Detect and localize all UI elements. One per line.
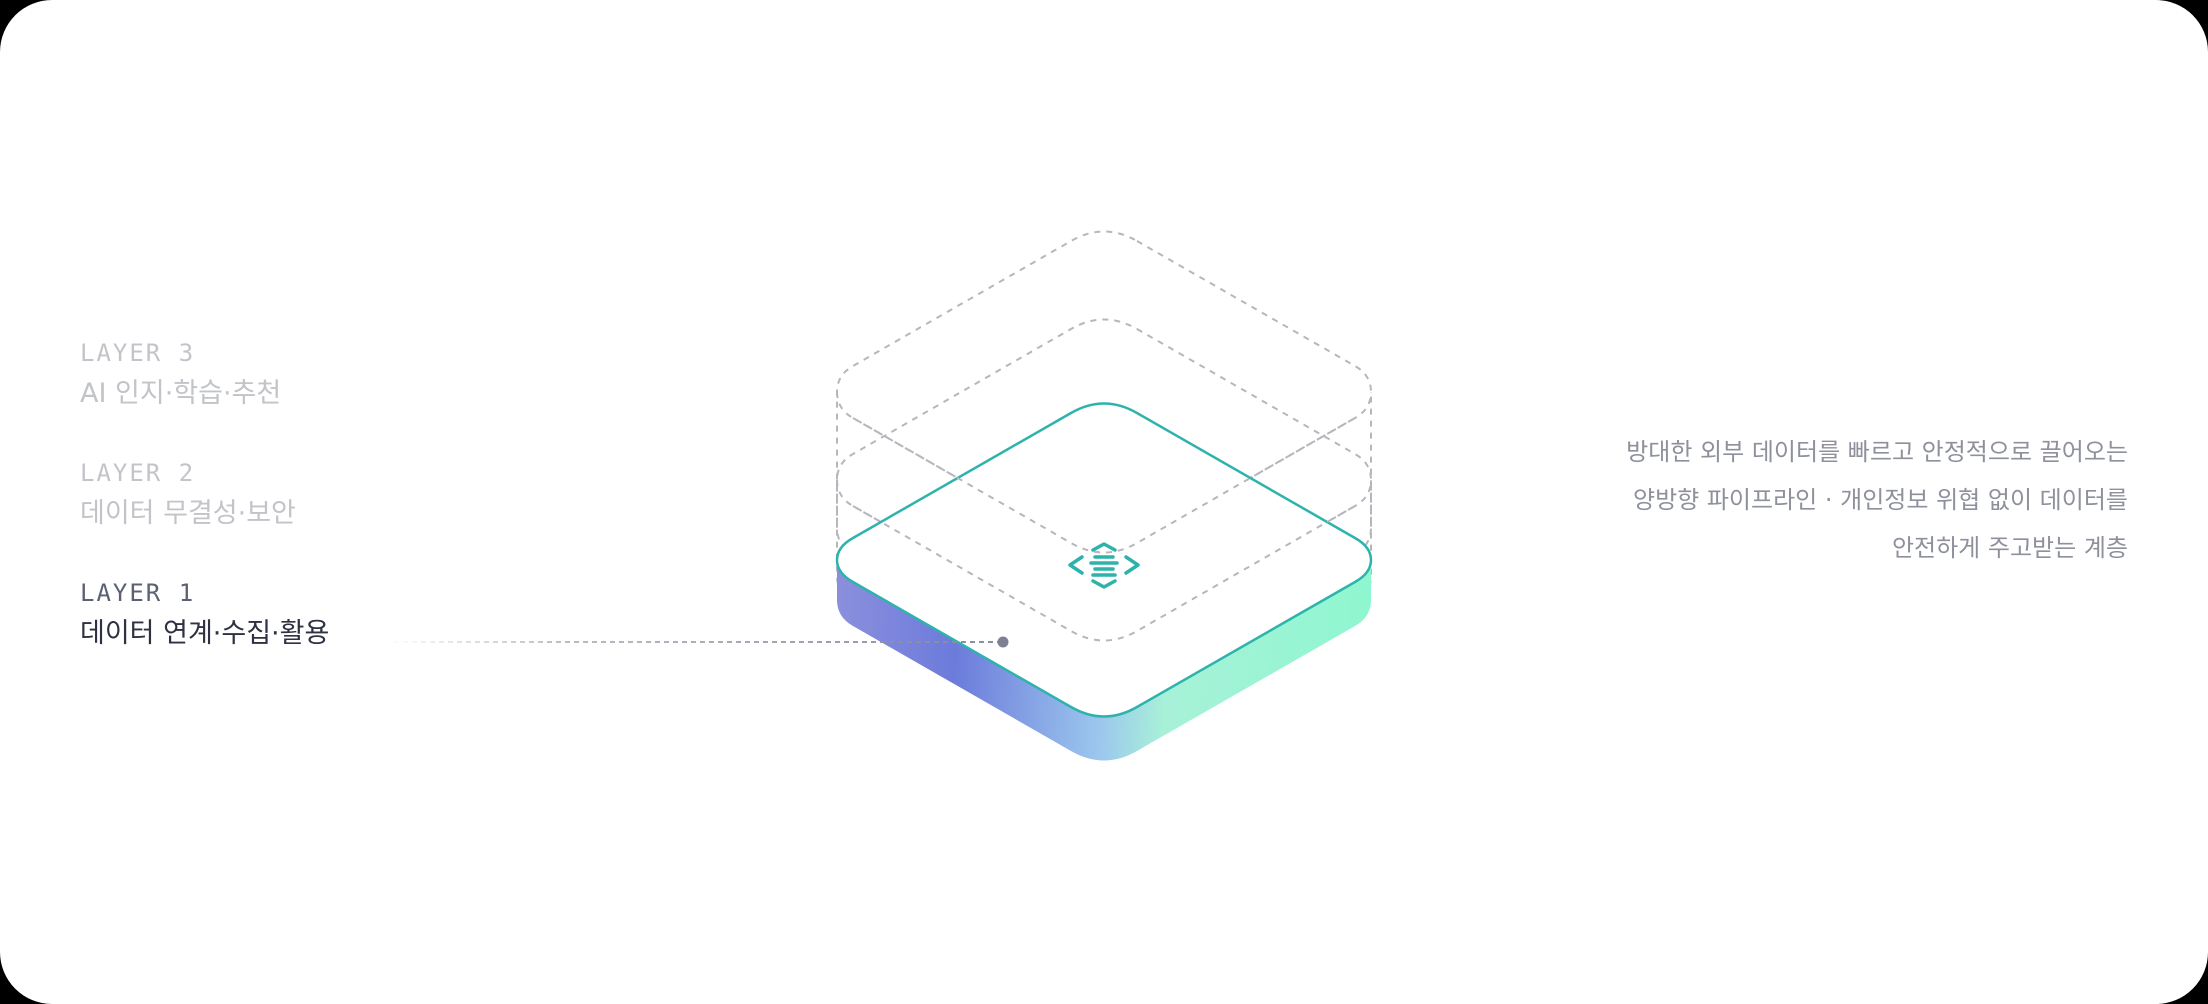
- layer-title: 데이터 연계·수집·활용: [80, 618, 330, 649]
- layer-number: LAYER 2: [80, 459, 196, 487]
- description-line: 양방향 파이프라인 · 개인정보 위협 없이 데이터를: [1632, 486, 2128, 514]
- layer-number: LAYER 1: [80, 579, 196, 607]
- layer-number: LAYER 3: [80, 339, 196, 367]
- description-line: 방대한 외부 데이터를 빠르고 안정적으로 끌어오는: [1626, 438, 2128, 466]
- description-line: 안전하게 주고받는 계층: [1891, 534, 2128, 562]
- layer-title: 데이터 무결성·보안: [80, 498, 296, 529]
- layer-item-3[interactable]: LAYER 3 AI 인지·학습·추천: [80, 338, 500, 412]
- layer-1-connector: [385, 636, 1009, 648]
- layer-item-2[interactable]: LAYER 2 데이터 무결성·보안: [80, 458, 500, 532]
- layer-title: AI 인지·학습·추천: [80, 378, 282, 409]
- data-pipeline-icon: [1068, 542, 1140, 589]
- connector-dot: [997, 636, 1009, 648]
- layer-1-shape: [835, 402, 1373, 761]
- layer-description: 방대한 외부 데이터를 빠르고 안정적으로 끌어오는 양방향 파이프라인 · 개…: [1488, 428, 2128, 572]
- layer-item-1[interactable]: LAYER 1 데이터 연계·수집·활용: [80, 578, 500, 652]
